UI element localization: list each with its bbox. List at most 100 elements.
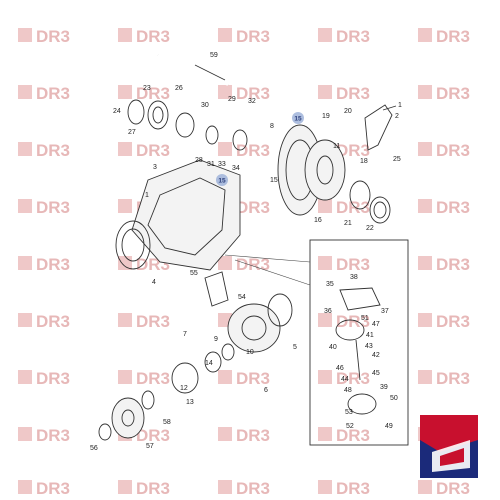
part-number-label: 1 <box>398 102 402 109</box>
callout-15-top: 15 <box>292 112 304 124</box>
watermark-tile: DR3 <box>418 198 470 217</box>
part-number-label: 18 <box>360 158 368 165</box>
svg-text:DR3: DR3 <box>336 369 370 388</box>
part-number-label: 13 <box>186 399 194 406</box>
svg-text:DR3: DR3 <box>236 369 270 388</box>
watermark-tile: DR3 <box>218 369 270 388</box>
part-number-label: 24 <box>113 108 121 115</box>
watermark-tile: DR3 <box>218 84 270 103</box>
watermark-tile: DR3 <box>318 255 370 274</box>
part-number-label: 10 <box>246 349 254 356</box>
watermark-tile: DR3 <box>118 369 170 388</box>
svg-text:DR3: DR3 <box>436 141 470 160</box>
part-number-label: 19 <box>322 113 330 120</box>
part-number-label: 44 <box>341 376 349 383</box>
part-number-label: 31 <box>207 161 215 168</box>
part-number-label: 15 <box>270 177 278 184</box>
part-number-label: 1 <box>145 192 149 199</box>
part-number-label: 14 <box>205 360 213 367</box>
watermark-tile: DR3 <box>18 369 70 388</box>
part-number-label: 25 <box>393 156 401 163</box>
svg-text:DR3: DR3 <box>236 27 270 46</box>
watermark-tile: DR3 <box>18 84 70 103</box>
part-number-label: 57 <box>146 443 154 450</box>
inset-detail-box <box>309 239 409 446</box>
right-bearing-group <box>349 180 391 224</box>
watermark-tile: DR3 <box>18 312 70 331</box>
watermark-tile: DR3 <box>318 27 370 46</box>
part-number-label: 29 <box>228 96 236 103</box>
svg-text:DR3: DR3 <box>36 84 70 103</box>
svg-text:DR3: DR3 <box>136 141 170 160</box>
svg-text:DR3: DR3 <box>136 479 170 498</box>
part-number-label: 40 <box>329 344 337 351</box>
svg-text:DR3: DR3 <box>236 479 270 498</box>
part-number-label: 23 <box>143 85 151 92</box>
part-number-label: 8 <box>270 123 274 130</box>
watermark-tile: DR3 <box>18 426 70 445</box>
axle-shaft-part <box>157 54 229 86</box>
part-number-label: 20 <box>344 108 352 115</box>
watermark-tile: DR3 <box>418 27 470 46</box>
part-number-label: 54 <box>238 294 246 301</box>
watermark-tile: DR3 <box>218 426 270 445</box>
part-number-label: 11 <box>333 143 340 150</box>
part-number-label: 12 <box>180 385 188 392</box>
svg-text:DR3: DR3 <box>336 141 370 160</box>
svg-text:DR3: DR3 <box>36 426 70 445</box>
part-number-label: 5 <box>293 344 297 351</box>
watermark-tile: DR3 <box>418 369 470 388</box>
watermark-tile: DR3 <box>18 479 70 498</box>
part-number-label: 51 <box>361 315 369 322</box>
svg-text:DR3: DR3 <box>36 312 70 331</box>
svg-text:DR3: DR3 <box>36 141 70 160</box>
callout-15-left-text: 15 <box>218 178 226 185</box>
watermark-tile: DR3 <box>118 27 170 46</box>
axle-housing-part <box>115 159 241 271</box>
svg-text:DR3: DR3 <box>236 141 270 160</box>
watermark-tile: DR3 <box>318 312 370 331</box>
inset-leader-bottom <box>234 259 311 286</box>
part-number-label: 6 <box>264 387 268 394</box>
part-number-label: 49 <box>385 423 393 430</box>
part-number-label: 21 <box>344 220 352 227</box>
part-number-label: 26 <box>175 85 183 92</box>
svg-text:DR3: DR3 <box>36 255 70 274</box>
svg-text:DR3: DR3 <box>336 198 370 217</box>
watermark-tile: DR3 <box>18 141 70 160</box>
watermark-tile: DR3 <box>118 312 170 331</box>
part-number-label: 9 <box>214 336 218 343</box>
part-number-label: 3 <box>153 164 157 171</box>
svg-text:DR3: DR3 <box>336 84 370 103</box>
part-number-label: 55 <box>190 270 198 277</box>
svg-text:DR3: DR3 <box>436 255 470 274</box>
watermark-tile: DR3 <box>418 141 470 160</box>
watermark-tile: DR3 <box>318 426 370 445</box>
watermark-tile: DR3 <box>218 479 270 498</box>
part-number-label: 33 <box>218 161 226 168</box>
part-number-label: 53 <box>345 409 353 416</box>
svg-text:DR3: DR3 <box>36 198 70 217</box>
svg-text:DR3: DR3 <box>436 84 470 103</box>
svg-text:DR3: DR3 <box>236 426 270 445</box>
svg-text:DR3: DR3 <box>436 198 470 217</box>
watermark-tile: DR3 <box>118 141 170 160</box>
callout-15-left: 15 <box>216 174 228 186</box>
watermark-tile: DR3 <box>218 27 270 46</box>
diff-cover-part <box>227 293 293 353</box>
watermark-tile: DR3 <box>318 198 370 217</box>
svg-text:DR3: DR3 <box>336 27 370 46</box>
carrier-bracket-part <box>364 104 397 151</box>
drive-flange-part <box>98 397 145 441</box>
svg-text:DR3: DR3 <box>336 479 370 498</box>
part-number-label: 7 <box>183 331 187 338</box>
watermark-tile: DR3 <box>318 479 370 498</box>
part-number-label: 43 <box>365 343 373 350</box>
svg-text:DR3: DR3 <box>36 479 70 498</box>
part-number-label: 52 <box>346 423 354 430</box>
watermark-tile: DR3 <box>318 84 370 103</box>
part-number-label: 47 <box>372 321 380 328</box>
part-number-label: 38 <box>350 274 358 281</box>
watermark-tile: DR3 <box>218 255 270 274</box>
